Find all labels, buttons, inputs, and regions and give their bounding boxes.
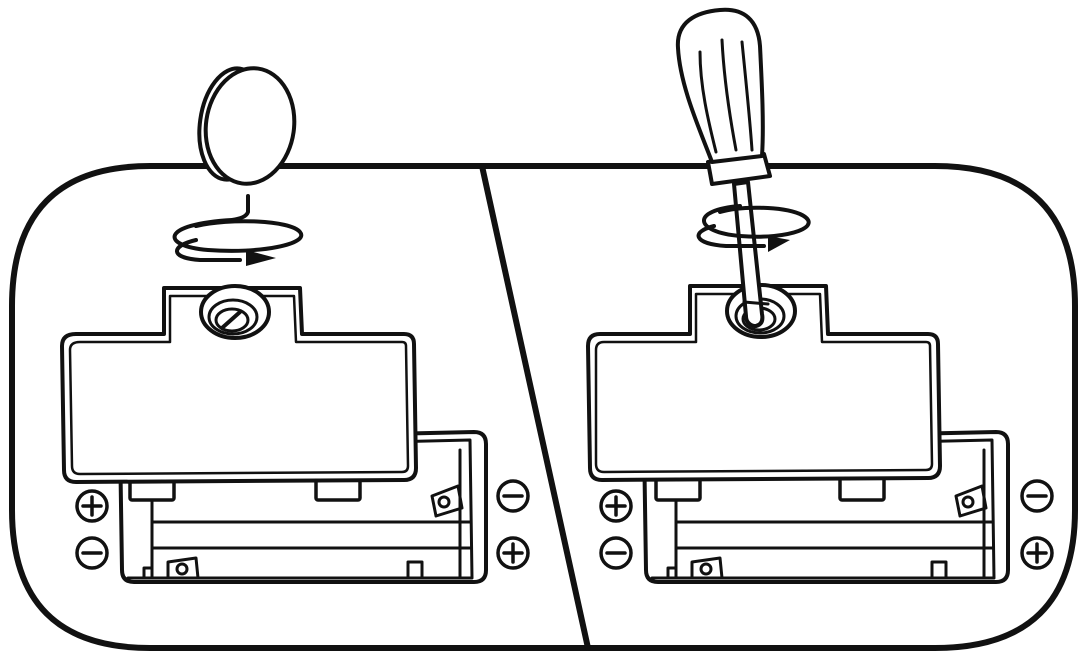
arrowhead [768, 236, 790, 252]
outer-frame [9, 163, 1078, 651]
rotate-clockwise-icon [172, 194, 304, 266]
arrowhead [246, 250, 276, 266]
polarity-right-top [496, 479, 530, 513]
polarity-right-bottom [1020, 536, 1054, 570]
polarity-left-bottom [599, 536, 633, 570]
polarity-left-top [599, 489, 633, 523]
polarity-right-top [1020, 479, 1054, 513]
polarity-left-top [75, 489, 109, 523]
panel-screwdriver [586, 7, 1054, 584]
battery-cover [586, 284, 942, 482]
cover-screw [199, 284, 271, 340]
coin-icon [197, 66, 297, 186]
battery-cover [60, 286, 418, 484]
polarity-right-bottom [496, 536, 530, 570]
polarity-left-bottom [75, 536, 109, 570]
panel-coin [60, 66, 530, 584]
screwdriver-icon [675, 7, 772, 328]
rotate-clockwise-icon [696, 204, 811, 252]
panel-divider [479, 163, 591, 651]
